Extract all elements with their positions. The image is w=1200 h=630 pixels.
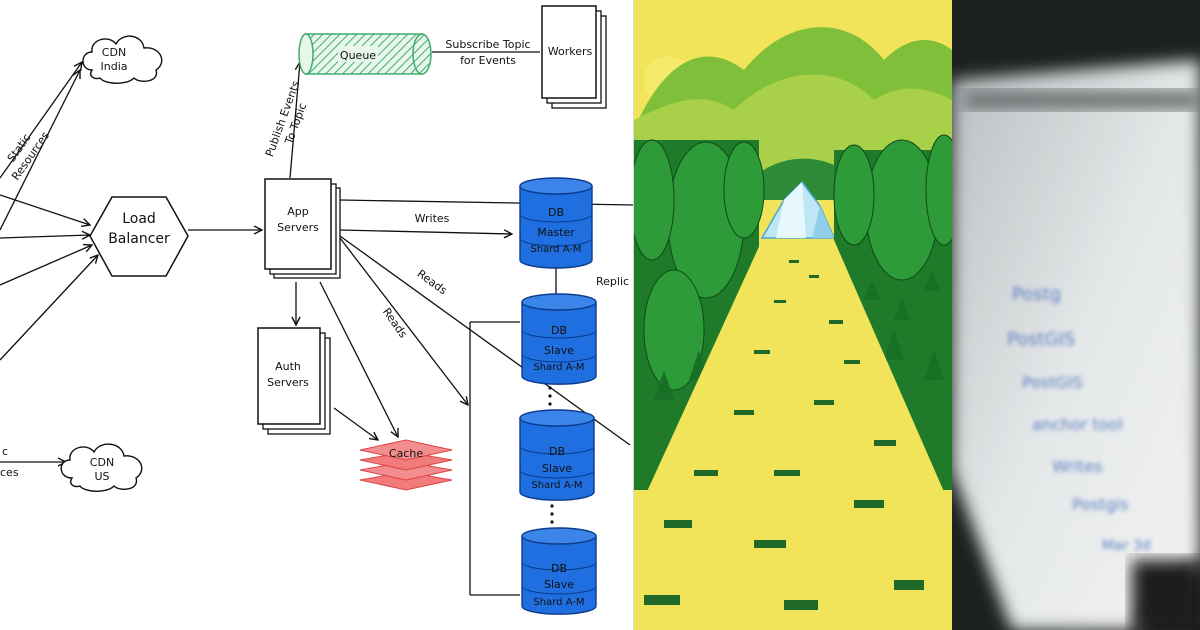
app-servers-label-2: Servers [277,221,319,234]
cache-label: Cache [389,447,423,460]
photo-line-1: Postg [1012,284,1061,305]
db-slave-3-label-2: Slave [544,578,574,591]
db-slave-2-label-2: Slave [542,462,572,475]
photo-line-4: anchor tool [1032,415,1123,434]
workers-label: Workers [548,45,593,58]
db-slave-3: DB Slave Shard A-M [521,527,597,615]
db-slave-2-label-3: Shard A-M [531,480,582,491]
system-design-diagram: CDN India CDN US Static Resources c ces … [0,0,634,630]
db-slave-1-label-3: Shard A-M [533,362,584,373]
db-master: DB Master Shard A-M [519,177,593,269]
static-partial-1: c [2,445,8,458]
cdn-india-cloud: CDN India [82,35,163,84]
photo-line-2: PostGIS [1007,329,1075,350]
cache: Cache [359,439,453,491]
db-slave-3-label-3: Shard A-M [533,597,584,608]
auth-servers: Auth Servers [257,327,331,435]
db-master-label-2: Master [537,226,575,239]
static-partial-2: ces [0,466,19,479]
writes-label: Writes [415,212,450,225]
auth-servers-label-1: Auth [275,360,301,373]
crystal-mountain [760,180,836,239]
db-slave-1: DB Slave Shard A-M [521,293,597,385]
photo-line-7: Mar 3d [1102,538,1151,554]
photo-line-5: Writes [1052,457,1103,476]
load-balancer: Load Balancer [89,196,189,277]
cdn-us-label-2: US [94,470,109,483]
app-servers-label-1: App [287,205,309,218]
db-master-label-1: DB [548,206,564,219]
db-slave-1-label-1: DB [551,324,567,337]
yellow-road [634,240,952,630]
subscribe-label-1: Subscribe Topic [445,38,530,51]
queue: Queue [298,33,432,75]
db-slave-1-label-2: Slave [544,344,574,357]
load-balancer-label-2: Balancer [108,231,170,247]
auth-servers-label-2: Servers [267,376,309,389]
workers: Workers [541,5,607,109]
queue-label: Queue [340,49,376,62]
cdn-us-cloud: CDN US [60,443,143,492]
db-slave-2-label-1: DB [549,445,565,458]
cdn-india-label-2: India [101,60,128,73]
subscribe-label-2: for Events [460,54,516,67]
db-master-label-3: Shard A-M [530,244,581,255]
photo-line-3: PostGIS [1022,373,1083,392]
app-servers: App Servers [264,178,341,279]
cdn-us-label-1: CDN [90,456,114,469]
load-balancer-label-1: Load [122,211,156,227]
replic-label: Replic [596,275,629,288]
cdn-india-label-1: CDN [102,46,126,59]
photo-line-6: Postgis [1072,495,1128,514]
forest-road-illustration [634,0,952,630]
db-slave-3-label-1: DB [551,562,567,575]
db-slave-2: DB Slave Shard A-M [519,409,595,501]
blurred-screen-photo: Postg PostGIS PostGIS anchor tool Writes… [952,0,1200,630]
